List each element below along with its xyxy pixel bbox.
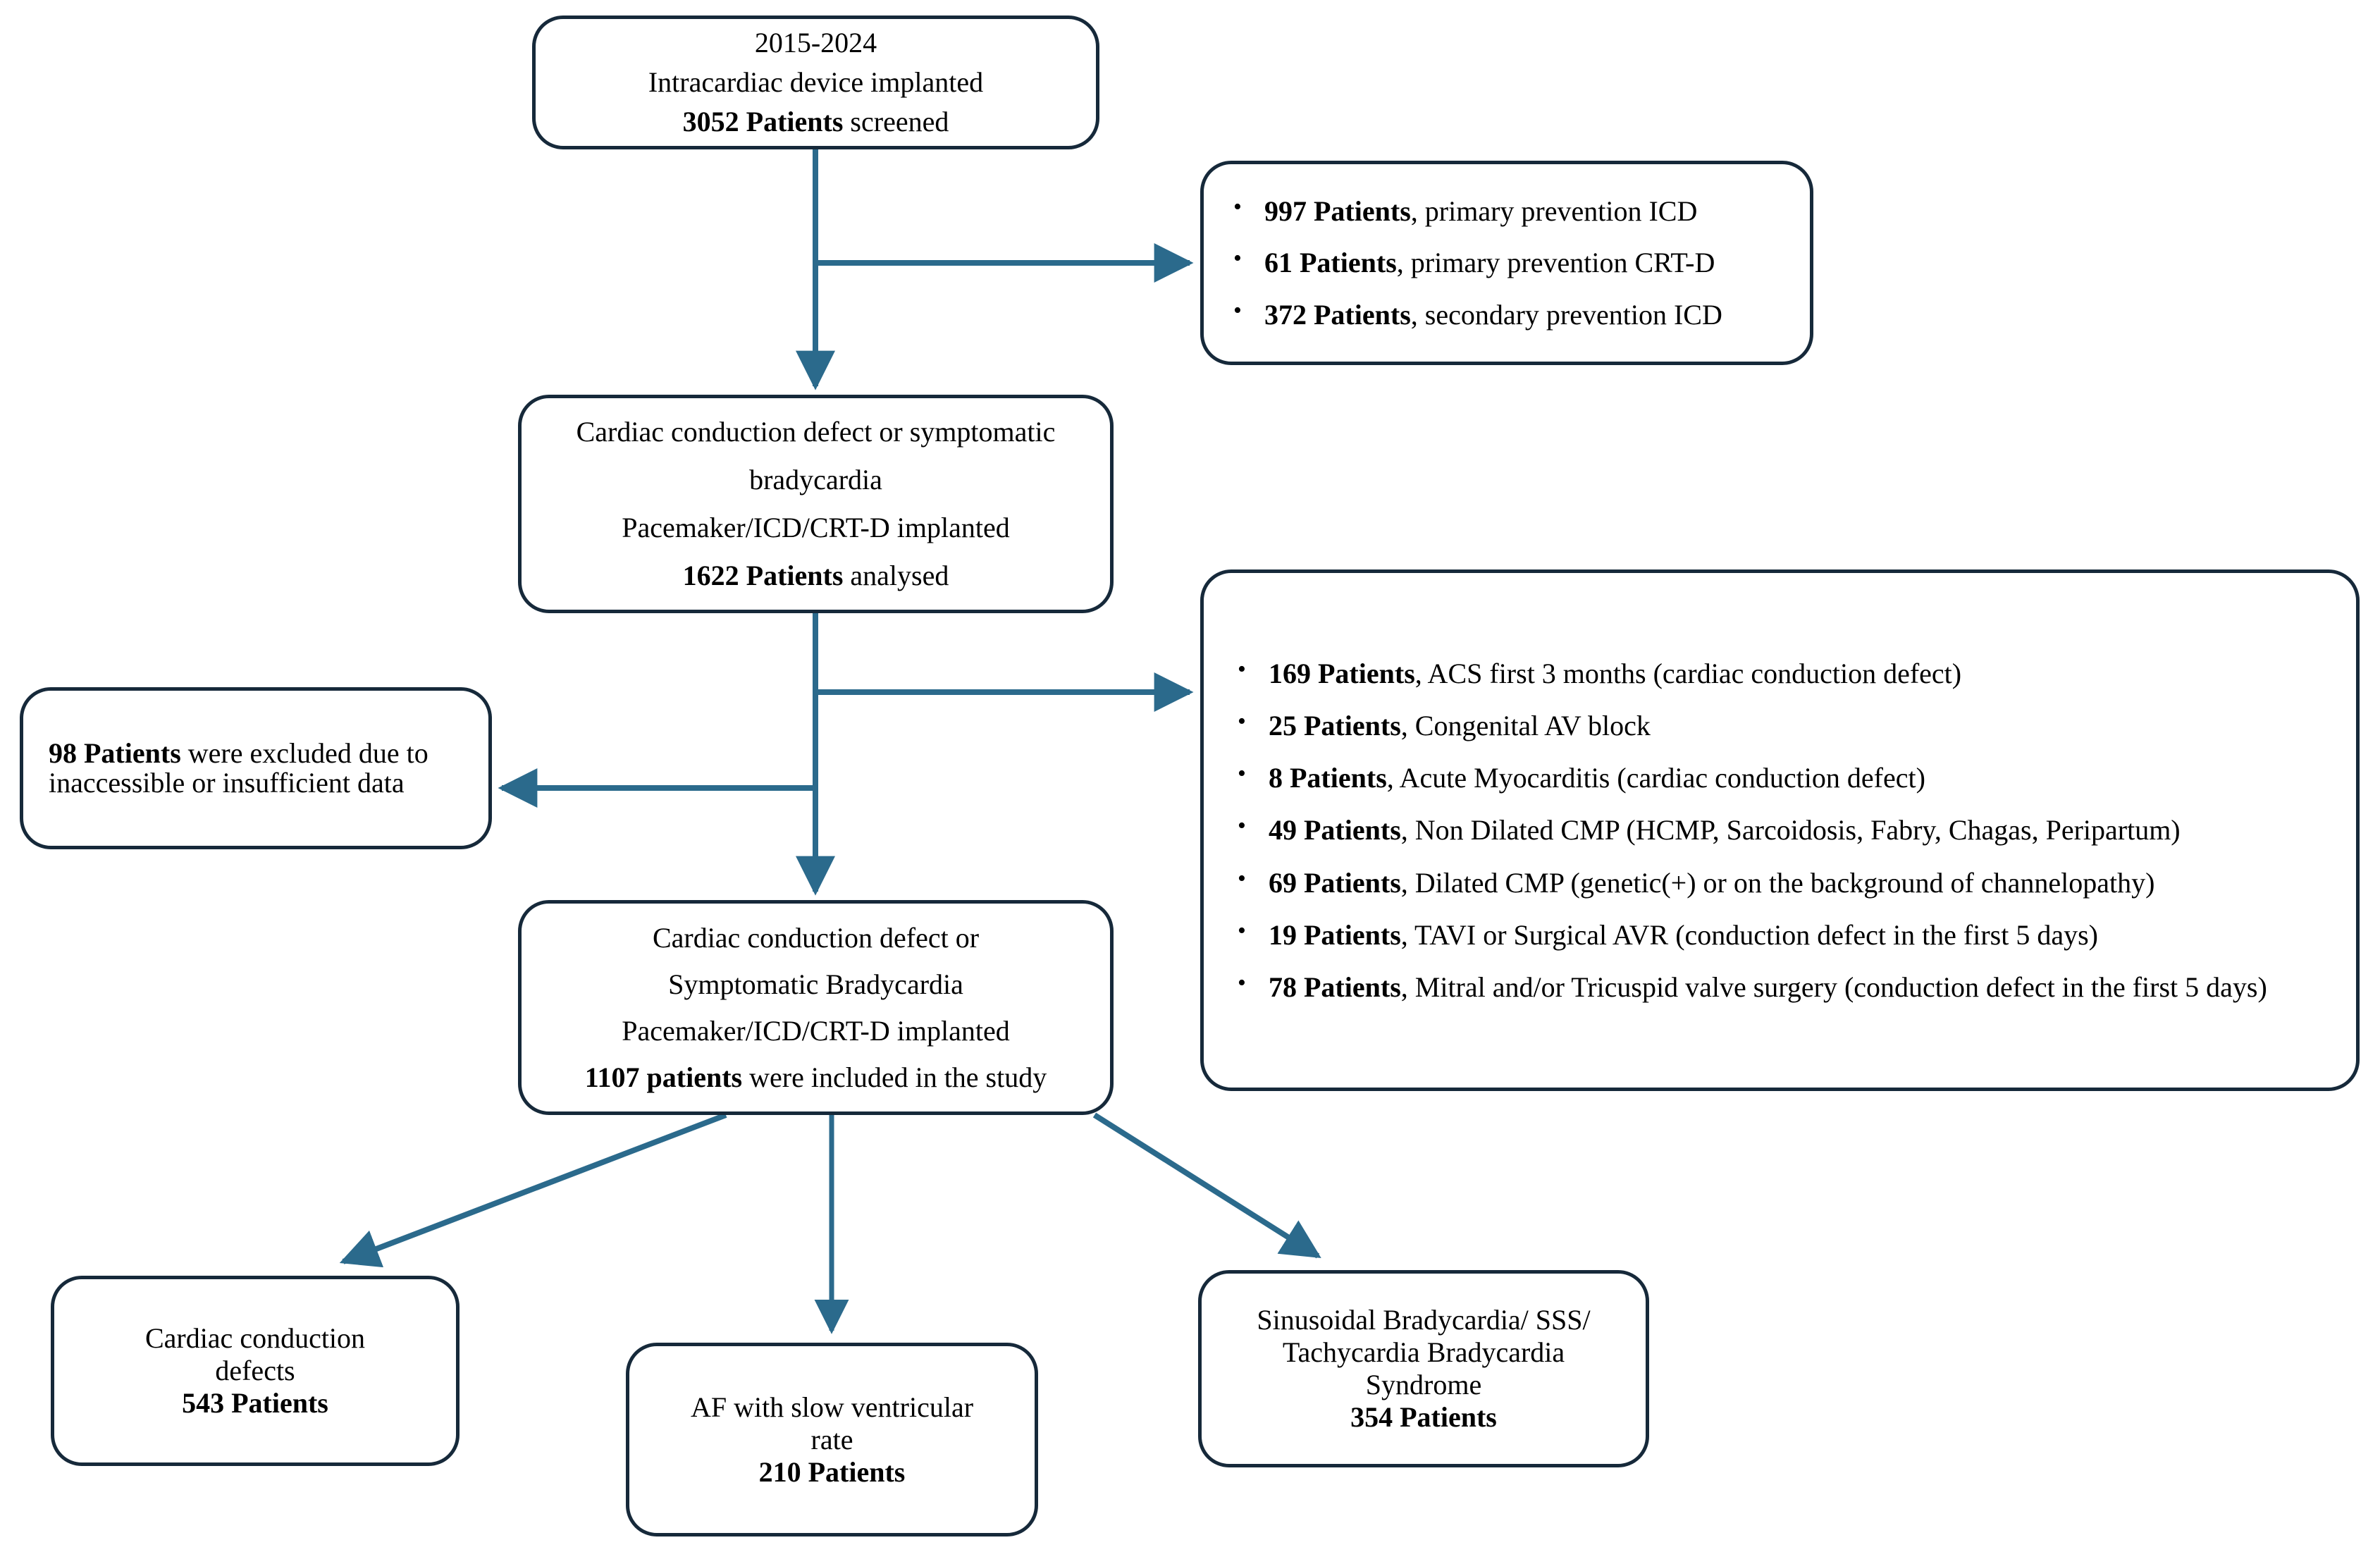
included-line-1: Cardiac conduction defect or [652, 921, 980, 954]
analysed-line-1: Cardiac conduction defect or symptomatic [576, 416, 1056, 448]
box-device-exclusions: 997 Patients, primary prevention ICD 61 … [1200, 161, 1813, 365]
sss-line-2: Tachycardia Bradycardia [1282, 1336, 1565, 1368]
included-line-2: Symptomatic Bradycardia [668, 968, 963, 1000]
analysed-count-rest: analysed [843, 560, 949, 591]
box-outcome-sinusoidal-bradycardia-sss: Sinusoidal Bradycardia/ SSS/ Tachycardia… [1198, 1270, 1649, 1467]
connector-included-to-sss [1092, 1112, 1321, 1259]
list-item: 19 Patients, TAVI or Surgical AVR (condu… [1232, 917, 2328, 951]
item-text: , Congenital AV block [1400, 710, 1651, 742]
item-text: , Mitral and/or Tricuspid valve surgery … [1400, 971, 2267, 1003]
list-item: 372 Patients, secondary prevention ICD [1228, 297, 1786, 331]
excluded-data-text: 98 Patients were excluded due to inacces… [49, 739, 463, 798]
sss-count: 354 Patients [1350, 1403, 1497, 1432]
screened-line-count: 3052 Patients screened [683, 107, 949, 137]
list-item: 25 Patients, Congenital AV block [1232, 708, 2328, 742]
ccd-line-1: Cardiac conduction [144, 1322, 366, 1354]
item-text: , Acute Myocarditis (cardiac conduction … [1386, 762, 1925, 794]
connector-included-to-ccd [339, 1112, 727, 1268]
item-count: 49 Patients [1269, 814, 1401, 846]
af-line-1: AF with slow ventricular [690, 1391, 974, 1423]
box-included: Cardiac conduction defect or Symptomatic… [518, 900, 1114, 1115]
item-text: , Dilated CMP (genetic(+) or on the back… [1400, 866, 2155, 899]
item-count: 19 Patients [1269, 918, 1401, 951]
screened-line-years: 2015-2024 [754, 27, 877, 58]
included-count-bold: 1107 patients [584, 1061, 743, 1093]
analysed-line-3: Pacemaker/ICD/CRT-D implanted [622, 512, 1010, 543]
list-item: 61 Patients, primary prevention CRT-D [1228, 245, 1786, 279]
item-count: 61 Patients [1264, 247, 1397, 279]
sss-line-1: Sinusoidal Bradycardia/ SSS/ [1257, 1304, 1591, 1336]
sss-count-bold: 354 Patients [1350, 1401, 1497, 1433]
box-analysed: Cardiac conduction defect or symptomatic… [518, 395, 1114, 613]
screened-line-device: Intracardiac device implanted [648, 66, 984, 98]
included-line-count: 1107 patients were included in the study [584, 1061, 1047, 1093]
included-count-rest: were included in the study [742, 1061, 1047, 1093]
list-item: 69 Patients, Dilated CMP (genetic(+) or … [1232, 865, 2328, 899]
item-count: 169 Patients [1269, 657, 1415, 689]
sss-line-3: Syndrome [1365, 1369, 1482, 1400]
af-count: 210 Patients [758, 1455, 906, 1488]
included-line-3: Pacemaker/ICD/CRT-D implanted [622, 1014, 1010, 1047]
ccd-count: 543 Patients [182, 1388, 328, 1418]
item-text: , primary prevention CRT-D [1396, 247, 1715, 279]
analysed-line-count: 1622 Patients analysed [683, 561, 949, 591]
item-text: , secondary prevention ICD [1410, 298, 1722, 331]
item-text: , ACS first 3 months (cardiac conduction… [1414, 657, 1962, 689]
item-count: 78 Patients [1269, 971, 1401, 1003]
item-count: 8 Patients [1269, 762, 1387, 794]
item-count: 69 Patients [1269, 866, 1401, 899]
list-item: 997 Patients, primary prevention ICD [1228, 193, 1786, 228]
analysed-count-bold: 1622 Patients [682, 560, 844, 591]
ccd-count-bold: 543 Patients [182, 1387, 328, 1419]
list-item: 49 Patients, Non Dilated CMP (HCMP, Sarc… [1232, 812, 2328, 846]
af-line-2: rate [810, 1423, 853, 1455]
box-excluded-insufficient-data: 98 Patients were excluded due to inacces… [20, 687, 492, 849]
box-criteria-exclusions: 169 Patients, ACS first 3 months (cardia… [1200, 569, 2360, 1091]
item-text: , TAVI or Surgical AVR (conduction defec… [1400, 918, 2099, 951]
item-text: , Non Dilated CMP (HCMP, Sarcoidosis, Fa… [1400, 814, 2181, 846]
item-count: 372 Patients [1264, 298, 1411, 331]
box-outcome-cardiac-conduction-defects: Cardiac conduction defects 543 Patients [51, 1276, 460, 1466]
af-count-bold: 210 Patients [758, 1455, 906, 1488]
list-item: 78 Patients, Mitral and/or Tricuspid val… [1232, 969, 2328, 1004]
analysed-line-2: bradycardia [749, 464, 882, 495]
screened-count-rest: screened [843, 106, 949, 137]
item-count: 25 Patients [1269, 710, 1401, 742]
device-exclusion-list: 997 Patients, primary prevention ICD 61 … [1228, 176, 1786, 350]
list-item: 169 Patients, ACS first 3 months (cardia… [1232, 655, 2328, 690]
list-item: 8 Patients, Acute Myocarditis (cardiac c… [1232, 760, 2328, 794]
screened-count-bold: 3052 Patients [682, 106, 844, 137]
excluded-data-count: 98 Patients [49, 737, 181, 769]
excluded-data-reason: were excluded due to inaccessible or ins… [49, 737, 428, 799]
box-outcome-af-slow-ventricular-rate: AF with slow ventricular rate 210 Patien… [626, 1343, 1038, 1536]
box-screened: 2015-2024 Intracardiac device implanted … [532, 16, 1099, 149]
item-text: , primary prevention ICD [1410, 195, 1698, 228]
criteria-exclusion-list: 169 Patients, ACS first 3 months (cardia… [1232, 638, 2328, 1023]
item-count: 997 Patients [1264, 195, 1411, 228]
ccd-line-2: defects [215, 1355, 295, 1386]
